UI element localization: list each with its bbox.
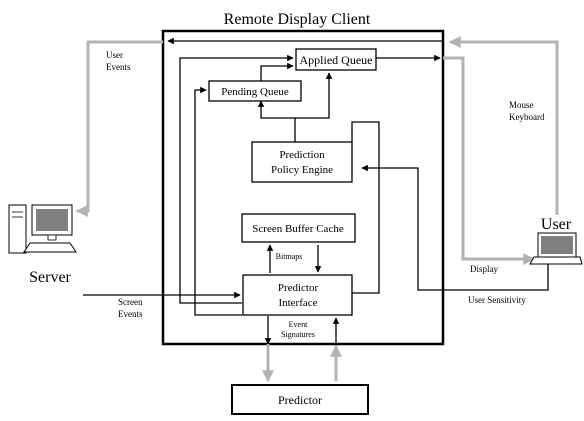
user-sensitivity-label: User Sensitivity: [468, 295, 526, 305]
display-label: Display: [470, 264, 498, 274]
screen-buffer-cache-node: Screen Buffer Cache: [241, 213, 356, 243]
pending-queue-node: Pending Queue: [208, 80, 302, 102]
top-feedback-arrow: [167, 37, 444, 45]
black-connectors: [83, 37, 549, 345]
predictor-node: Predictor: [231, 384, 369, 415]
event-signatures-label-1: Event: [289, 320, 308, 329]
bitmaps-label: Bitmaps: [276, 252, 303, 261]
left-loop2-arrow: [194, 86, 242, 316]
predictor-interface-label-1: Predictor: [278, 282, 319, 294]
applied-queue-label: Applied Queue: [300, 53, 373, 67]
mouse-label: Mouse: [509, 100, 534, 110]
policy-engine-label-2: Policy Engine: [271, 164, 333, 176]
user-events-label-1: User: [106, 50, 123, 60]
predictor-interface-node: Predictor Interface: [242, 274, 353, 316]
predictor-interface-label-2: Interface: [278, 297, 317, 309]
predictor-label: Predictor: [278, 393, 322, 407]
engine-to-queues: [257, 100, 296, 142]
screen-buffer-cache-label: Screen Buffer Cache: [252, 223, 344, 235]
policy-engine-node: Prediction Policy Engine: [251, 141, 353, 183]
mouse-keyboard-arrow: [448, 36, 559, 215]
applied-queue-node: Applied Queue: [295, 48, 377, 71]
user-events-label-2: Events: [106, 62, 131, 72]
diagram-title: Remote Display Client: [224, 11, 371, 28]
interface-to-engine-arrow: [351, 121, 380, 294]
remote-display-client-box: [161, 29, 445, 346]
keyboard-label: Keyboard: [509, 112, 545, 122]
pending-queue-label: Pending Queue: [221, 86, 289, 98]
user-label: User: [541, 216, 572, 233]
user-laptop-icon: [529, 232, 583, 265]
event-signatures-label-2: Signatures: [281, 330, 315, 339]
server-computer-icon: [8, 204, 77, 254]
user-sensitivity-arrow: [361, 164, 549, 291]
gray-connectors: [75, 36, 559, 383]
user-events-arrow: [75, 40, 163, 217]
left-loop-arrow: [179, 54, 294, 304]
screen-events-label-1: Screen: [118, 297, 143, 307]
screen-events-label-2: Events: [118, 309, 143, 319]
policy-engine-label-1: Prediction: [279, 149, 325, 161]
display-arrow: [443, 56, 536, 265]
engine-to-applied: [295, 72, 333, 119]
server-label: Server: [29, 269, 71, 286]
pending-to-applied-arrow: [260, 62, 294, 82]
